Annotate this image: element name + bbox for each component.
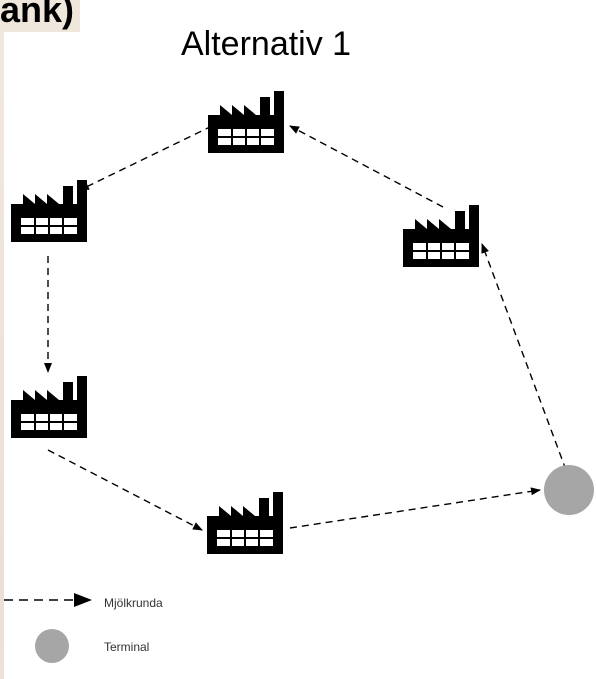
factory-icon [207, 90, 285, 154]
slide-title: ank) [0, 0, 81, 32]
route-arrow-1 [481, 243, 567, 471]
diagram-panel [4, 0, 596, 679]
legend-label-terminal: Terminal [104, 640, 150, 654]
route-arrow-6 [289, 487, 541, 529]
route-arrow-5 [47, 449, 203, 531]
route-arrow-3 [79, 125, 213, 191]
dashed-arrow-head-icon [74, 593, 92, 607]
diagram-title: Alternativ 1 [181, 25, 352, 63]
factory-icon [402, 204, 480, 268]
legend-label-mjolkrunda: Mjölkrunda [104, 596, 163, 610]
terminal-circle-icon [544, 465, 594, 515]
gray-circle-icon [35, 629, 69, 663]
factory-icon [10, 375, 88, 439]
route-arrow-2 [289, 125, 444, 208]
factory-icon [206, 491, 284, 555]
factory-icon [10, 179, 88, 243]
legend-symbols [4, 593, 92, 663]
